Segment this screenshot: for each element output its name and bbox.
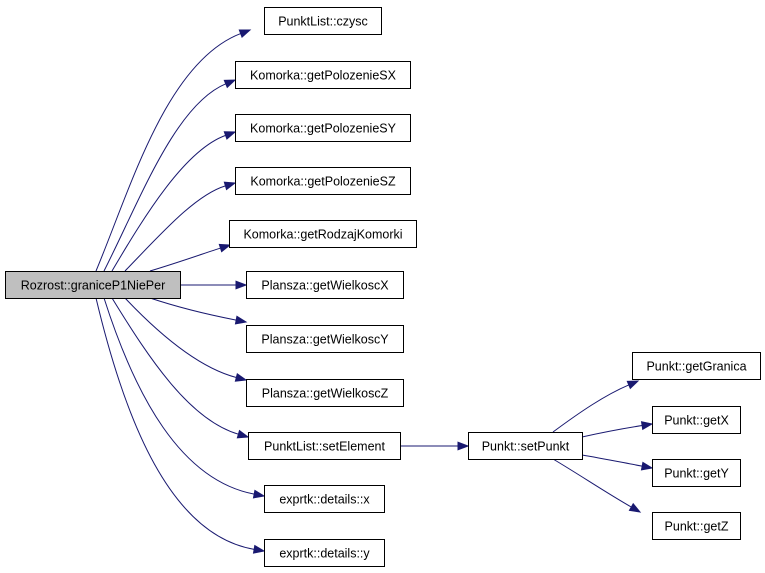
arrowhead-icon: [218, 243, 232, 253]
node-label: Plansza::getWielkoscZ: [262, 387, 389, 401]
node-czysc[interactable]: PunktList::czysc: [264, 7, 382, 35]
edge-root-setel: [111, 297, 250, 439]
node-box: [5, 271, 181, 299]
node-label: Rozrost::graniceP1NiePer: [21, 279, 166, 293]
edge-line: [149, 247, 221, 272]
node-gwy[interactable]: Plansza::getWielkoscY: [246, 325, 404, 353]
edge-root-dx: [103, 297, 266, 499]
arrowhead-icon: [223, 131, 237, 140]
node-box: [652, 512, 741, 540]
node-getz[interactable]: Punkt::getZ: [652, 512, 741, 540]
node-gwx[interactable]: Plansza::getWielkoscX: [246, 271, 404, 299]
edge-line: [111, 134, 226, 272]
edge-line: [581, 425, 643, 438]
node-grk[interactable]: Komorka::getRodzajKomorki: [229, 220, 417, 248]
edge-line: [111, 297, 239, 435]
arrowhead-icon: [626, 380, 640, 390]
node-box: [235, 114, 411, 142]
node-gpsz[interactable]: Komorka::getPolozenieSZ: [235, 167, 411, 195]
node-label: Komorka::getRodzajKomorki: [243, 228, 402, 242]
arrowhead-icon: [252, 489, 266, 499]
node-label: Komorka::getPolozenieSZ: [250, 175, 396, 189]
node-label: PunktList::setElement: [264, 440, 385, 454]
node-box: [248, 432, 401, 460]
node-box: [652, 406, 741, 434]
edge-root-czysc: [95, 29, 252, 272]
node-setel[interactable]: PunktList::setElement: [248, 432, 401, 460]
node-label: Plansza::getWielkoscX: [261, 279, 389, 293]
node-label: Punkt::getZ: [665, 520, 729, 534]
arrowhead-icon: [238, 29, 252, 38]
edge-root-gwy: [149, 297, 248, 325]
node-box: [264, 7, 382, 35]
edge-line: [95, 33, 241, 272]
edge-root-gpsz: [124, 181, 237, 272]
node-box: [235, 167, 411, 195]
edge-line: [552, 384, 629, 433]
node-gpsy[interactable]: Komorka::getPolozenieSY: [235, 114, 411, 142]
node-label: PunktList::czysc: [278, 15, 368, 29]
node-box: [246, 325, 404, 353]
node-label: Punkt::getGranica: [646, 360, 746, 374]
edge-root-gwx: [180, 280, 248, 290]
node-dy[interactable]: exprtk::details::y: [264, 539, 385, 567]
node-gwz[interactable]: Plansza::getWielkoscZ: [246, 379, 404, 407]
node-box: [246, 271, 404, 299]
node-box: [468, 432, 583, 460]
edge-root-grk: [149, 243, 232, 272]
edge-setel-setp: [399, 441, 470, 451]
node-ggr[interactable]: Punkt::getGranica: [632, 352, 761, 380]
node-box: [229, 220, 417, 248]
edge-root-gwz: [124, 297, 248, 382]
node-label: Komorka::getPolozenieSX: [250, 69, 397, 83]
node-box: [235, 61, 411, 89]
edge-line: [552, 458, 632, 508]
node-label: Punkt::setPunkt: [482, 440, 570, 454]
node-label: exprtk::details::y: [279, 547, 370, 561]
node-root[interactable]: Rozrost::graniceP1NiePer: [5, 271, 181, 299]
node-label: Plansza::getWielkoscY: [261, 333, 389, 347]
node-getx[interactable]: Punkt::getX: [652, 406, 741, 434]
node-box: [264, 539, 385, 567]
edge-line: [103, 297, 255, 495]
arrowhead-icon: [457, 441, 470, 451]
node-gety[interactable]: Punkt::getY: [652, 459, 741, 487]
edge-line: [149, 297, 237, 321]
arrowhead-icon: [640, 421, 654, 431]
node-box: [632, 352, 761, 380]
node-gpsx[interactable]: Komorka::getPolozenieSX: [235, 61, 411, 89]
edge-root-gpsy: [111, 131, 237, 272]
arrowhead-icon: [223, 181, 237, 191]
node-label: exprtk::details::x: [279, 493, 370, 507]
arrowhead-icon: [234, 372, 248, 382]
arrowhead-icon: [640, 461, 654, 471]
node-setp[interactable]: Punkt::setPunkt: [468, 432, 583, 460]
arrowhead-icon: [628, 502, 642, 513]
arrowhead-icon: [252, 544, 266, 554]
edge-line: [124, 185, 226, 272]
edge-line: [103, 83, 226, 272]
node-label: Punkt::getY: [664, 467, 729, 481]
edge-setp-gety: [581, 454, 654, 471]
node-dx[interactable]: exprtk::details::x: [264, 485, 385, 513]
edge-root-dy: [95, 297, 266, 554]
arrowhead-icon: [236, 429, 250, 439]
node-box: [652, 459, 741, 487]
node-box: [264, 485, 385, 513]
edge-line: [581, 454, 643, 467]
edge-root-gpsx: [103, 79, 237, 272]
node-label: Komorka::getPolozenieSY: [250, 122, 397, 136]
arrowhead-icon: [223, 79, 237, 89]
edge-setp-getz: [552, 458, 642, 513]
edge-line: [124, 297, 237, 378]
node-box: [246, 379, 404, 407]
edge-setp-getx: [581, 421, 654, 438]
arrowhead-icon: [235, 280, 248, 290]
edge-setp-ggr: [552, 380, 640, 433]
arrowhead-icon: [234, 315, 248, 325]
node-label: Punkt::getX: [664, 414, 729, 428]
edge-line: [95, 297, 255, 550]
